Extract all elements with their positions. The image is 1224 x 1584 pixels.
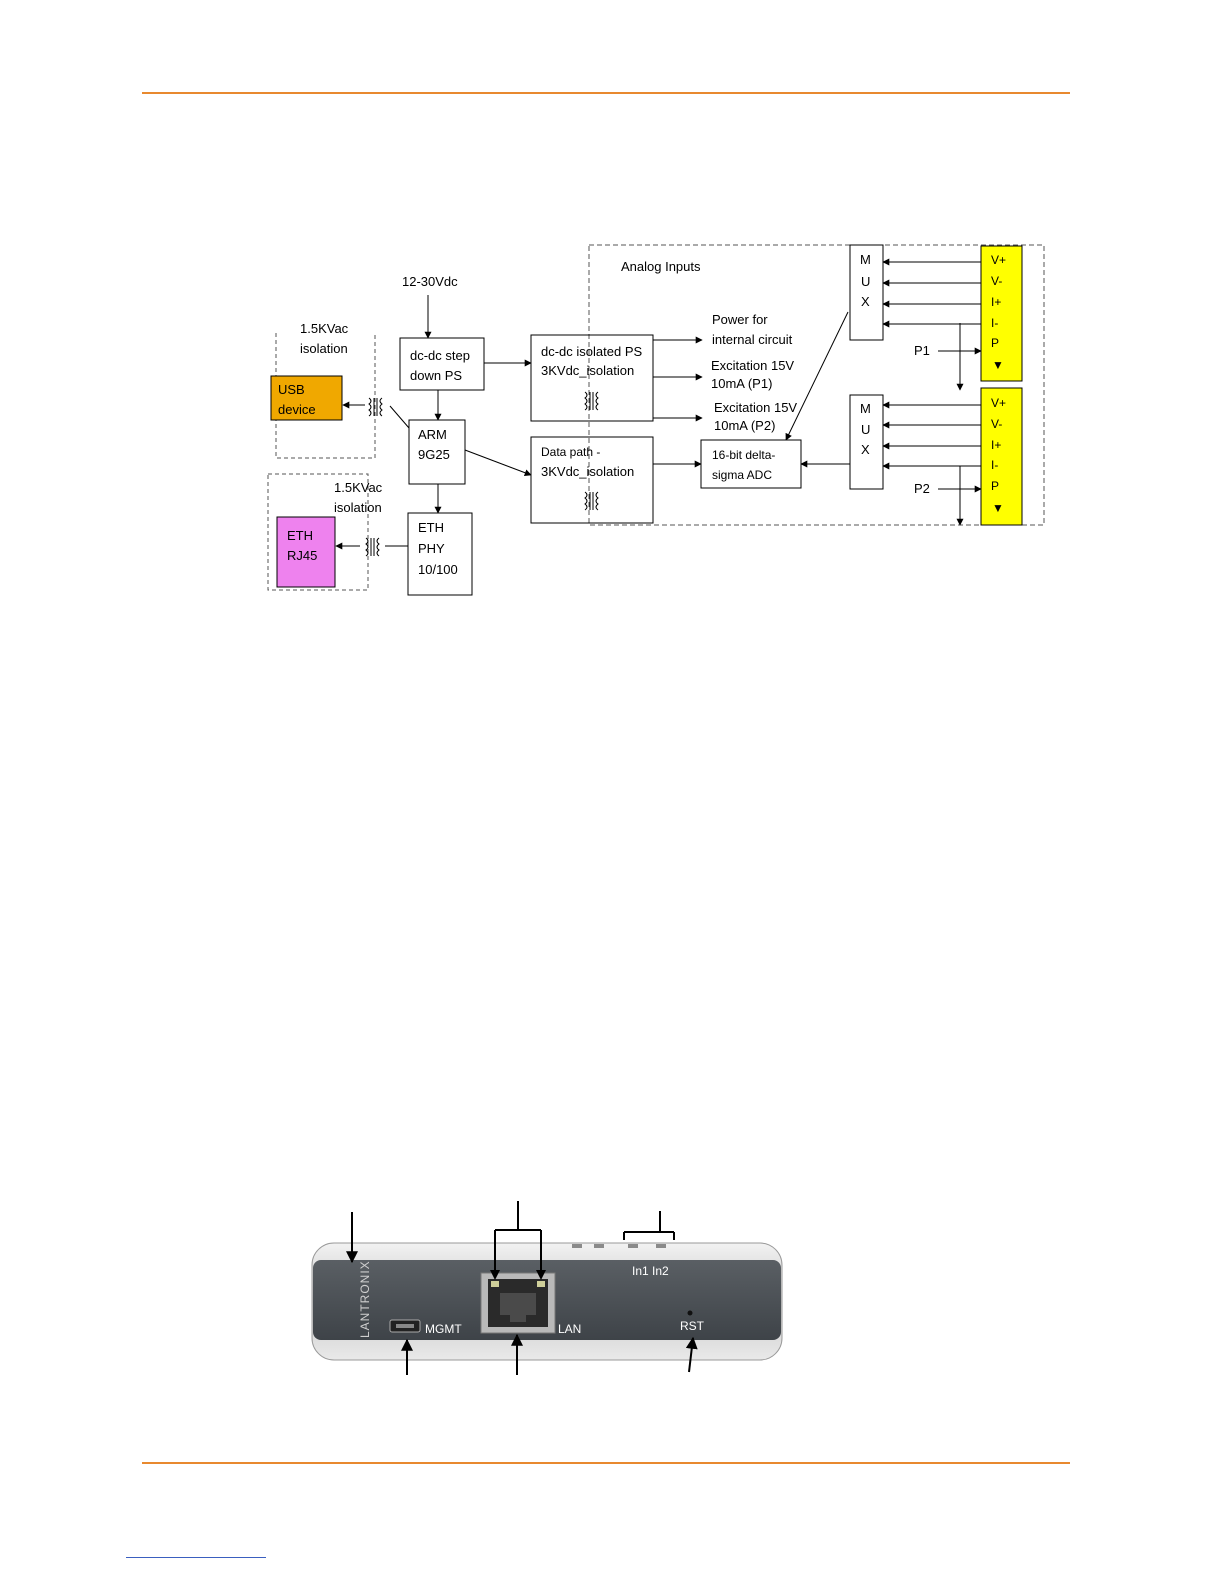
eth-isolation-label-2: isolation bbox=[334, 500, 382, 515]
tb1-pin-iminus: I- bbox=[991, 316, 998, 330]
power-internal-label-2: internal circuit bbox=[712, 332, 793, 347]
excitation-p2-label-2: 10mA (P2) bbox=[714, 418, 775, 433]
eth-rj45-label-2: RJ45 bbox=[287, 548, 317, 563]
port-p1-label: P1 bbox=[914, 343, 930, 358]
tb2-pin-ground: ▼ bbox=[992, 501, 1004, 515]
inputs-label: In1 In2 bbox=[632, 1264, 669, 1278]
eth-transformer-icon bbox=[365, 537, 380, 557]
eth-rj45-label-1: ETH bbox=[287, 528, 313, 543]
tb1-pin-p: P bbox=[991, 336, 999, 350]
isolated-ps-label-2: 3KVdc_isolation bbox=[541, 363, 634, 378]
mux1-to-adc-arrow bbox=[785, 311, 849, 441]
data-path-label-1: Data path - bbox=[541, 445, 600, 459]
mux-2-block bbox=[849, 394, 884, 490]
lan-led-left bbox=[491, 1281, 499, 1287]
isolated-ps-transformer-icon bbox=[584, 391, 599, 411]
mux-1-block bbox=[849, 244, 884, 341]
power-internal-label-1: Power for bbox=[712, 312, 768, 327]
arm-to-usb-arrow bbox=[389, 405, 410, 429]
block-diagram: 12-30Vdc 1.5KVac isolation 1.5KVac isola… bbox=[267, 244, 1045, 596]
device-photo: LANTRONIX MGMT LAN In1 In2 RST bbox=[311, 1201, 783, 1375]
step-down-label-2: down PS bbox=[410, 368, 462, 383]
isolated-ps-block bbox=[530, 334, 654, 422]
mux2-letter-x: X bbox=[861, 442, 870, 457]
eth-phy-label-1: ETH bbox=[418, 520, 444, 535]
data-path-block bbox=[530, 436, 654, 524]
arm-to-datapath-arrow bbox=[464, 449, 532, 477]
adc-label-1: 16-bit delta- bbox=[712, 448, 775, 462]
data-path-transformer-icon bbox=[584, 491, 599, 511]
eth-phy-label-3: 10/100 bbox=[418, 562, 458, 577]
usb-device-block bbox=[270, 375, 343, 421]
eth-isolation-region bbox=[267, 473, 369, 591]
mux1-letter-x: X bbox=[861, 294, 870, 309]
eth-isolation-label-1: 1.5KVac bbox=[334, 480, 383, 495]
mux2-letter-m: M bbox=[860, 401, 871, 416]
tb2-pin-iplus: I+ bbox=[991, 438, 1001, 452]
tb2-pin-p: P bbox=[991, 479, 999, 493]
arm-label-2: 9G25 bbox=[418, 447, 450, 462]
rst-label: RST bbox=[680, 1319, 705, 1333]
tb2-pin-vminus: V- bbox=[991, 417, 1002, 431]
supply-input-label: 12-30Vdc bbox=[402, 274, 458, 289]
usb-isolation-label-1: 1.5KVac bbox=[300, 321, 349, 336]
eth-rj45-block bbox=[276, 516, 336, 588]
mux1-letter-u: U bbox=[861, 274, 870, 289]
usb-device-label-2: device bbox=[278, 402, 316, 417]
rst-callout-arrow bbox=[685, 1336, 698, 1373]
terminal-block-1 bbox=[980, 245, 1023, 382]
mgmt-label: MGMT bbox=[425, 1322, 462, 1336]
adc-label-2: sigma ADC bbox=[712, 468, 772, 482]
arm-label-1: ARM bbox=[418, 427, 447, 442]
excitation-p2-label-1: Excitation 15V bbox=[714, 400, 797, 415]
led-window-2 bbox=[594, 1244, 604, 1248]
tb1-pin-ground: ▼ bbox=[992, 358, 1004, 372]
lan-led-right bbox=[537, 1281, 545, 1287]
usb-device-label-1: USB bbox=[278, 382, 305, 397]
header-rule bbox=[142, 92, 1070, 94]
mux2-letter-u: U bbox=[861, 422, 870, 437]
lan-leds-callout bbox=[494, 1201, 542, 1276]
step-down-ps-block bbox=[399, 337, 485, 391]
tb2-pin-vplus: V+ bbox=[991, 396, 1006, 410]
usb-transformer-icon bbox=[368, 397, 383, 417]
brand-logo: LANTRONIX bbox=[358, 1260, 372, 1338]
reset-hole bbox=[687, 1310, 693, 1316]
analog-inputs-label: Analog Inputs bbox=[621, 259, 701, 274]
isolated-ps-label-1: dc-dc isolated PS bbox=[541, 344, 642, 359]
analog-region bbox=[588, 244, 1045, 526]
footer-rule bbox=[142, 1462, 1070, 1464]
excitation-p1-label-2: 10mA (P1) bbox=[711, 376, 772, 391]
eth-phy-label-2: PHY bbox=[418, 541, 445, 556]
port-p2-label: P2 bbox=[914, 481, 930, 496]
excitation-p1-label-1: Excitation 15V bbox=[711, 358, 794, 373]
led-window-in2 bbox=[656, 1244, 666, 1248]
led-window-1 bbox=[572, 1244, 582, 1248]
usb-isolation-label-2: isolation bbox=[300, 341, 348, 356]
lan-label: LAN bbox=[558, 1322, 581, 1336]
mux1-letter-m: M bbox=[860, 252, 871, 267]
tb2-pin-iminus: I- bbox=[991, 458, 998, 472]
tb1-pin-iplus: I+ bbox=[991, 295, 1001, 309]
step-down-label-1: dc-dc step bbox=[410, 348, 470, 363]
tb1-pin-vminus: V- bbox=[991, 274, 1002, 288]
footnote-rule bbox=[126, 1557, 266, 1558]
data-path-label-2: 3KVdc_isolation bbox=[541, 464, 634, 479]
inputs-callout bbox=[623, 1211, 675, 1240]
led-window-in1 bbox=[628, 1244, 638, 1248]
terminal-block-2 bbox=[980, 387, 1023, 526]
tb1-pin-vplus: V+ bbox=[991, 253, 1006, 267]
